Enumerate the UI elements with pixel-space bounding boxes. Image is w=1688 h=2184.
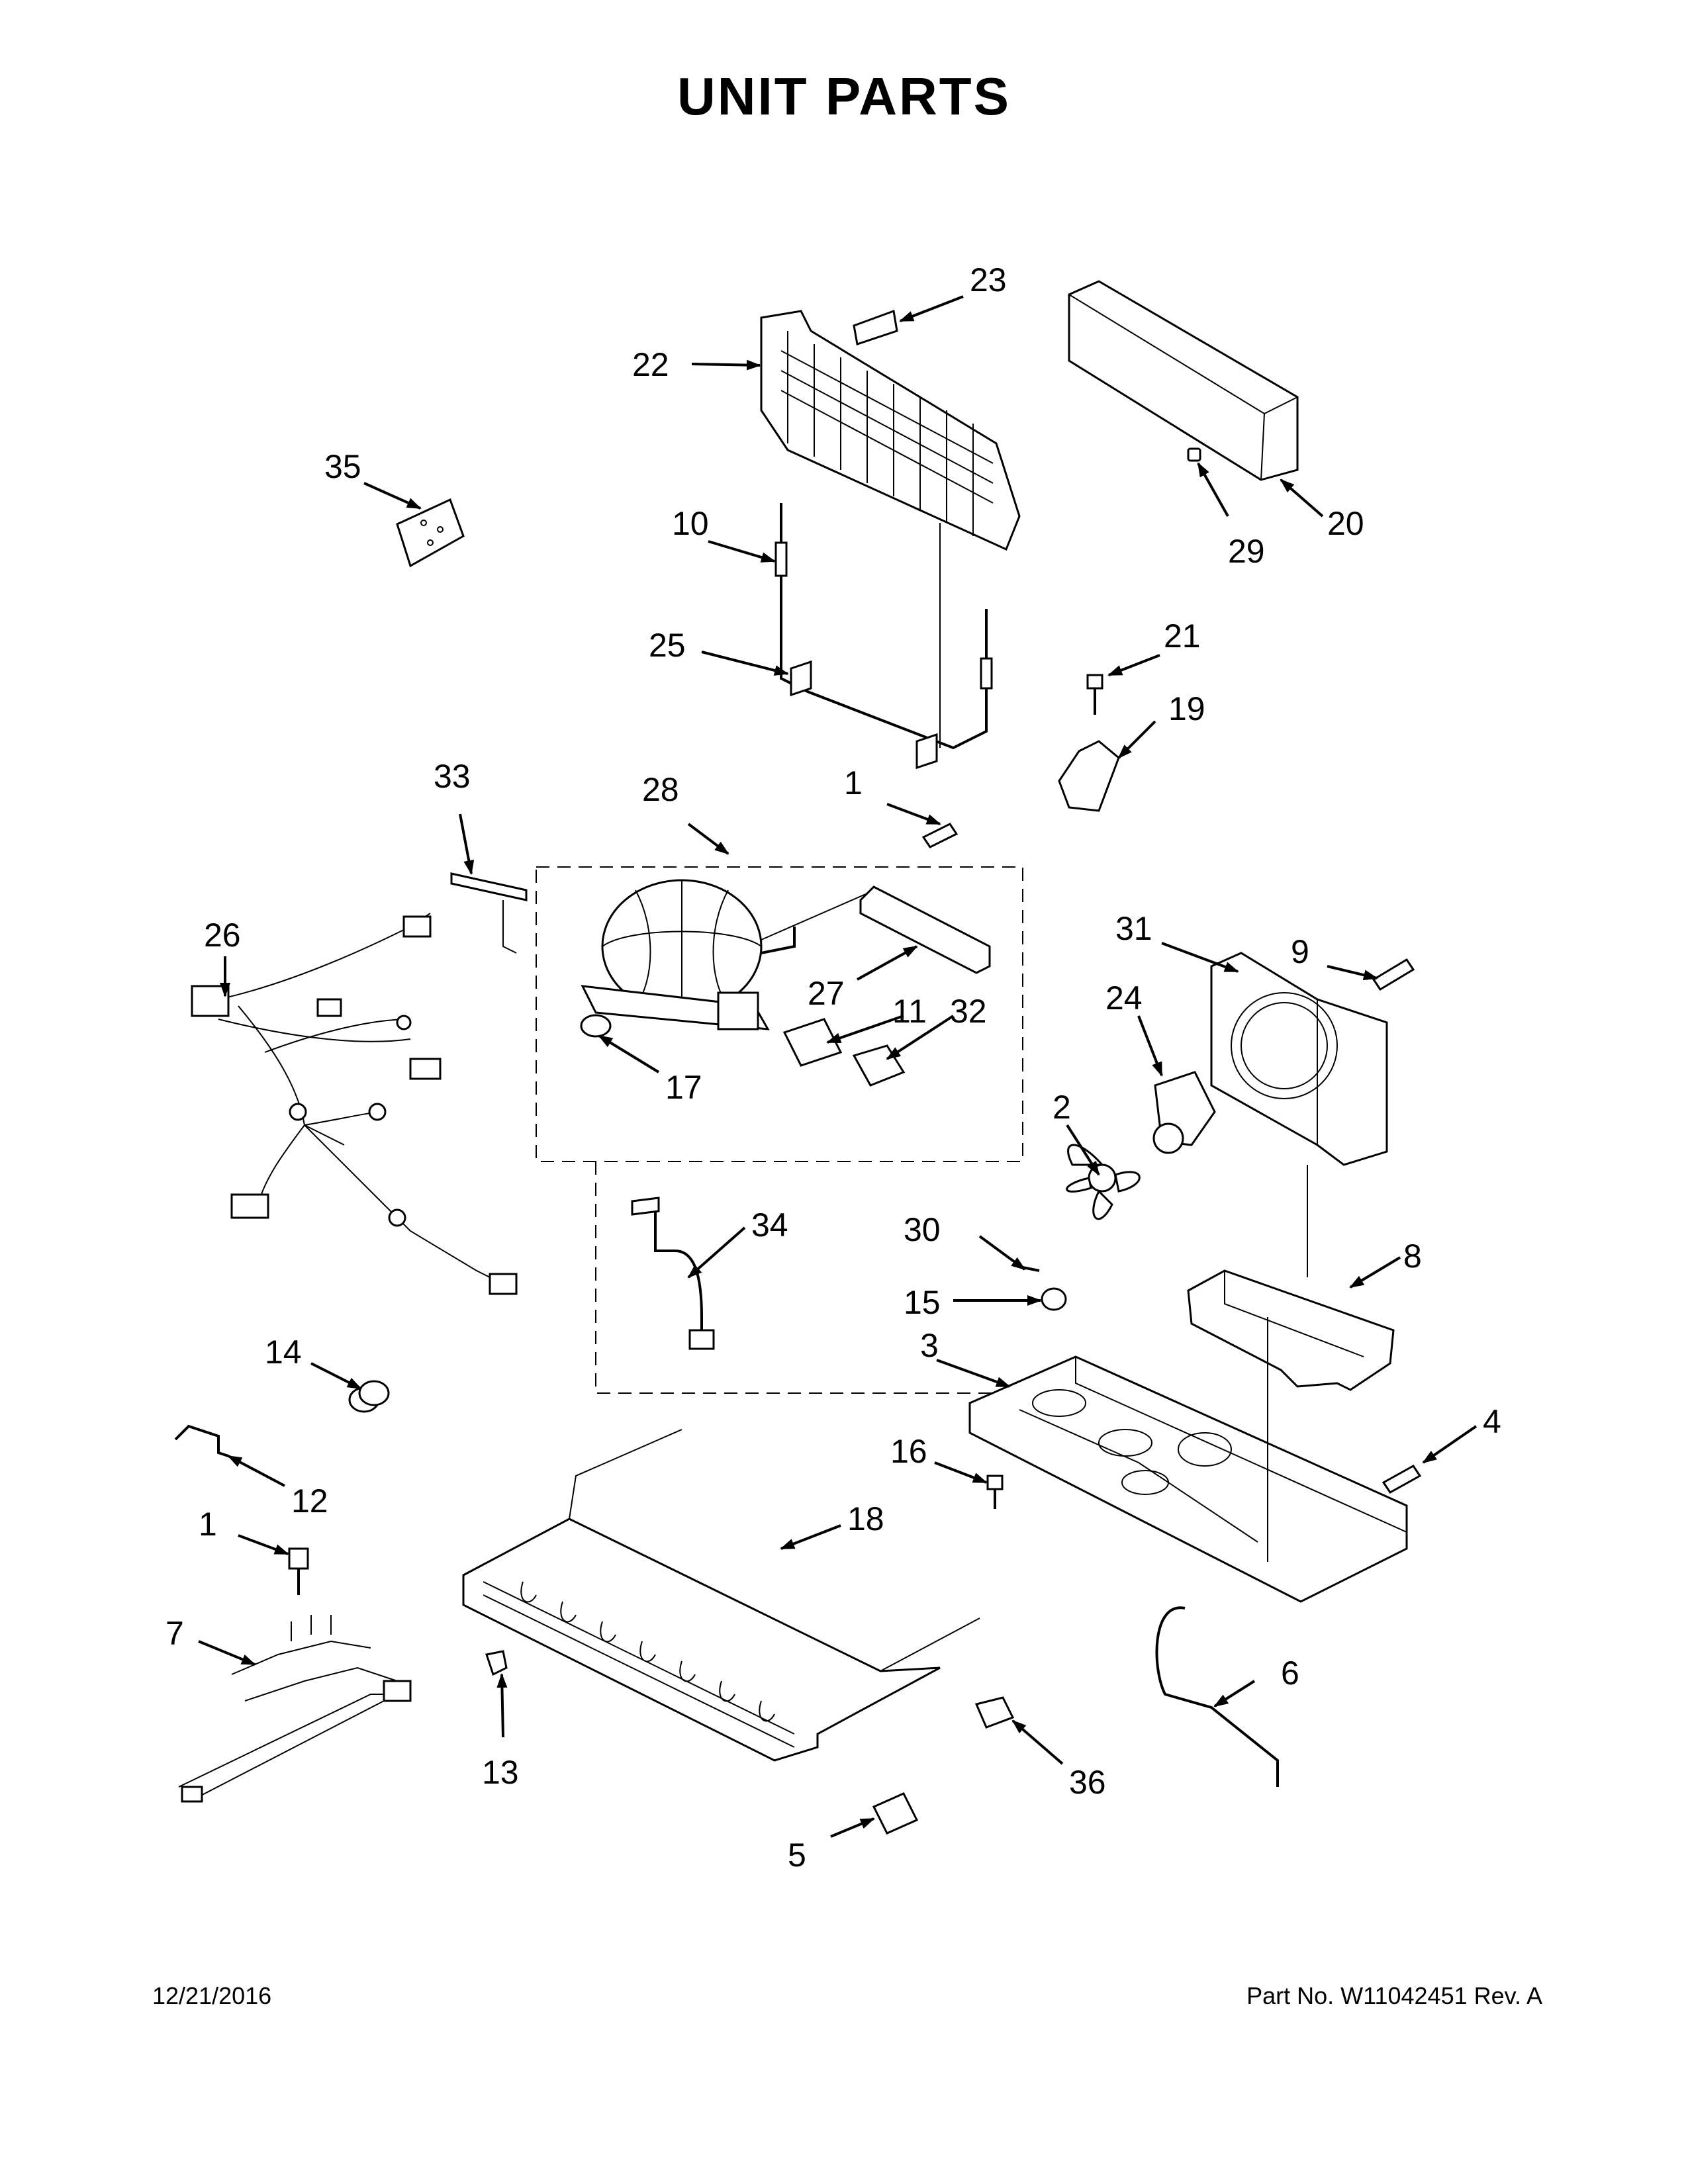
part-24-motor — [1152, 1071, 1216, 1154]
callout-15: 15 — [904, 1284, 941, 1321]
part-21-screw — [1086, 674, 1103, 715]
part-34-tube — [631, 1197, 715, 1350]
callout-18: 18 — [847, 1500, 884, 1537]
part-17-grommet — [580, 1014, 612, 1038]
part-31-shroud — [1210, 952, 1388, 1166]
part-23-gasket — [853, 309, 898, 345]
callout-35: 35 — [324, 448, 361, 485]
callout-36: 36 — [1069, 1764, 1106, 1801]
callout-7: 7 — [165, 1615, 184, 1652]
callout-11: 11 — [892, 993, 927, 1030]
part-5-spacer — [872, 1792, 919, 1835]
part-7-harness — [178, 1615, 412, 1803]
callout-3: 3 — [920, 1327, 939, 1364]
part-19-bracket — [1058, 740, 1120, 812]
callout-14: 14 — [265, 1334, 302, 1371]
part-2-fan-blade — [1066, 1144, 1141, 1220]
part-12-clip — [174, 1424, 229, 1457]
callout-2: 2 — [1053, 1089, 1071, 1126]
part-11-relay — [782, 1018, 843, 1067]
part-18-condenser — [462, 1429, 980, 1762]
part-4-screw — [1382, 1465, 1422, 1494]
part-27-drier — [761, 886, 991, 974]
callout-19: 19 — [1168, 690, 1205, 727]
callout-8: 8 — [1403, 1238, 1422, 1275]
page-title: UNIT PARTS — [677, 67, 1011, 126]
part-14-grommet — [348, 1380, 390, 1413]
callout-28: 28 — [642, 771, 679, 808]
callout-9: 9 — [1291, 933, 1309, 970]
footer-part-number: Part No. W11042451 Rev. A — [1246, 1982, 1542, 2009]
part-6-wire — [1155, 1606, 1279, 1787]
callout-labels: 23 22 20 29 35 10 25 21 19 33 28 1 26 27… — [165, 261, 1501, 1874]
callout-30: 30 — [904, 1211, 941, 1248]
callout-1b: 1 — [199, 1506, 217, 1543]
callout-arrows — [198, 295, 1477, 1838]
callout-23: 23 — [970, 261, 1007, 298]
callout-31: 31 — [1115, 910, 1152, 947]
callout-24: 24 — [1105, 979, 1143, 1017]
footer-date: 12/21/2016 — [152, 1982, 272, 2009]
part-1-screw-upper — [921, 823, 959, 848]
compressor-group-outline — [536, 866, 1023, 1394]
callout-21: 21 — [1164, 617, 1201, 655]
callout-20: 20 — [1327, 505, 1364, 542]
callout-32: 32 — [950, 993, 987, 1030]
part-15-grommet — [1041, 1287, 1067, 1311]
callout-27: 27 — [808, 975, 845, 1012]
callout-16: 16 — [890, 1433, 927, 1470]
part-16-screw — [986, 1475, 1004, 1509]
callout-33: 33 — [434, 758, 471, 795]
callout-25: 25 — [649, 627, 686, 664]
part-13-clip — [485, 1650, 508, 1676]
part-8-bracket — [1187, 1165, 1395, 1391]
part-22-evaporator — [760, 310, 1021, 748]
callout-10: 10 — [672, 505, 709, 542]
callout-22: 22 — [632, 346, 669, 383]
callout-12: 12 — [291, 1482, 328, 1520]
callout-6: 6 — [1281, 1655, 1299, 1692]
callout-34: 34 — [751, 1206, 788, 1244]
part-26-harness — [191, 913, 518, 1295]
part-35-board — [396, 498, 465, 568]
callout-26: 26 — [204, 917, 241, 954]
callout-13: 13 — [482, 1754, 519, 1791]
callout-29: 29 — [1228, 533, 1265, 570]
part-20-cover — [1068, 280, 1299, 481]
part-33-strap — [450, 872, 528, 954]
part-29-clip — [1187, 447, 1201, 462]
callout-5: 5 — [788, 1837, 806, 1874]
part-1-screw-lower — [288, 1547, 309, 1595]
part-28-compressor — [581, 879, 796, 1030]
callout-4: 4 — [1483, 1403, 1501, 1440]
part-9-screw — [1372, 958, 1415, 991]
part-3-base-pan — [968, 1317, 1408, 1603]
part-10-25-drain-tube — [774, 503, 993, 770]
callout-1a: 1 — [844, 764, 863, 801]
part-30-pin — [1022, 1266, 1040, 1272]
part-36-sensor — [974, 1696, 1015, 1729]
callout-17: 17 — [665, 1069, 702, 1106]
